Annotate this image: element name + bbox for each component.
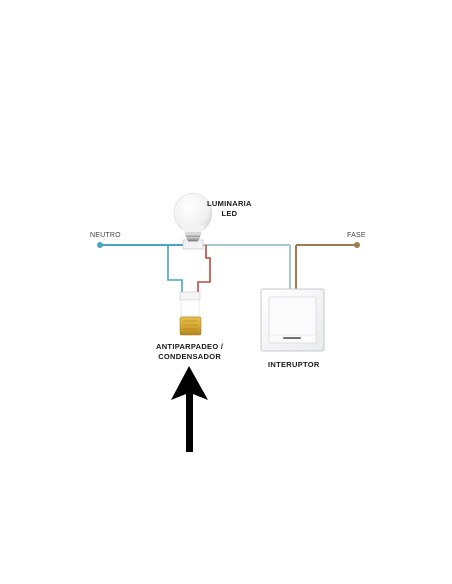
return-wire [203,244,291,290]
wall-switch-icon [260,288,325,352]
interruptor-label: INTERUPTOR [268,360,320,369]
lamp-live-wire [197,245,211,293]
phase-wire [295,242,360,290]
antiparpadeo-label-line2: CONDENSADOR [158,352,222,361]
capacitor-icon [179,291,202,336]
neutral-wire [97,242,185,293]
led-bulb-icon [173,192,213,242]
neutro-label: NEUTRO [90,232,121,239]
luminaria-label: LUMINARIA LED [207,199,252,219]
luminaria-label-line2: LED [221,209,238,218]
fase-label: FASE [347,232,366,239]
switch-indicator [283,337,301,339]
antiparpadeo-label-line1: ANTIPARPADEO / [156,342,224,351]
luminaria-label-line1: LUMINARIA [207,199,252,208]
up-arrow-icon [171,366,208,452]
phase-terminal [354,242,360,248]
antiparpadeo-label: ANTIPARPADEO / CONDENSADOR [156,342,223,362]
